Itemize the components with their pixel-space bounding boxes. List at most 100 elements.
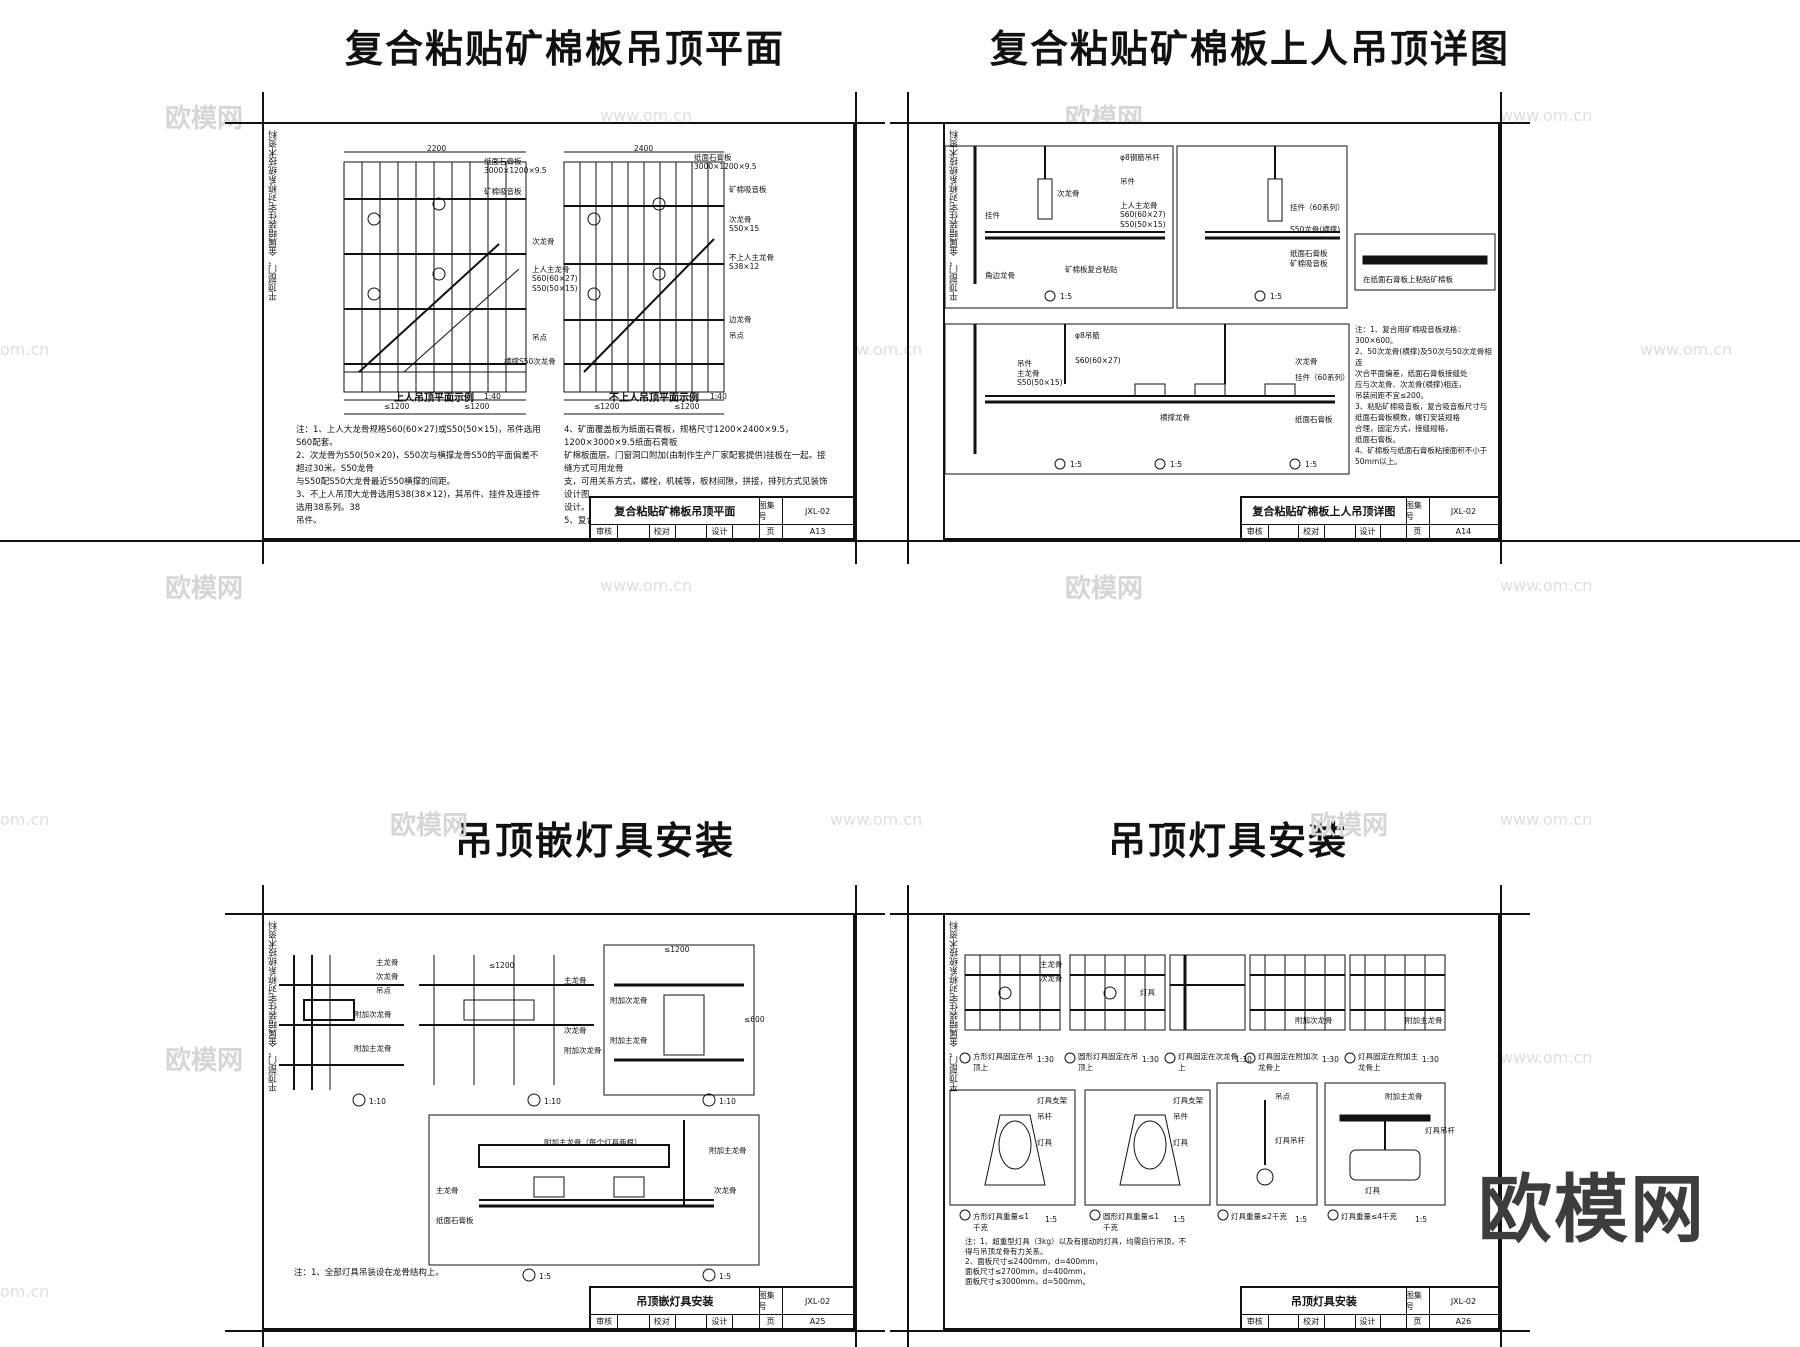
heading-bottom-right: 吊顶灯具安装 — [1108, 819, 1349, 863]
plan-caption: 不上人吊顶平面示例 — [609, 393, 699, 404]
detail-label: 上人主龙骨 — [1120, 201, 1158, 210]
watermark-logo: 欧模网 — [390, 811, 469, 841]
ceiling-plan-right — [563, 151, 725, 415]
lamp-label: 吊点 — [376, 986, 391, 995]
review-label: 审核 — [591, 1314, 619, 1328]
check-label: 校对 — [649, 524, 676, 538]
dim-label: 2200 — [427, 144, 447, 153]
detail-label: S60(60×27) — [1075, 356, 1121, 365]
detail-label: φ8吊筋 — [1075, 331, 1100, 340]
sheet-notes: 注：1、全部灯具吊装设在龙骨结构上。 — [294, 1268, 444, 1278]
drawing-sheet-a14: 平顶部门、金属暗装住宅对称系统技术资料 — [943, 122, 1500, 540]
lamp-label: 附加次龙骨 — [354, 1010, 392, 1019]
detail-label: 次龙骨 — [1295, 357, 1318, 366]
scale-label: 1:5 — [539, 1272, 552, 1281]
title-block: 复合粘贴矿棉板上人吊顶详图 图集号 JXL-02 审核 校对 设计 页 A14 — [1240, 496, 1500, 540]
dim-label: 2400 — [634, 144, 654, 153]
fixing-label: 灯具支架 — [1037, 1096, 1067, 1105]
dim-label: ≤1200 — [594, 402, 620, 411]
watermark-logo: 欧模网 — [165, 574, 244, 604]
detail-label: S60(60×27) — [1120, 210, 1166, 219]
detail-label: 次龙骨 — [1057, 189, 1080, 198]
weight-caption: 灯具重量≤2千克 — [1231, 1212, 1288, 1221]
scale-label: 1:5 — [1295, 1215, 1308, 1224]
plan-caption: 上人吊顶平面示例 — [394, 393, 474, 404]
plan-label: 次龙骨 — [729, 215, 752, 224]
fixing-label: 吊件 — [1173, 1112, 1188, 1121]
weight-caption: 灯具重量≤4千克 — [1341, 1212, 1398, 1221]
fixing-label: 次龙骨 — [1040, 974, 1063, 983]
fixing-label: 附加次龙骨 — [1295, 1016, 1333, 1025]
lamp-label: 次龙骨 — [564, 1026, 587, 1035]
lamp-label: ≤1200 — [489, 961, 515, 970]
fixing-label: 灯具 — [1140, 988, 1155, 997]
fixing-label: 灯具吊杆 — [1275, 1136, 1305, 1145]
title-block-title: 吊顶嵌灯具安装 — [591, 1288, 760, 1314]
lamp-label: 主龙骨 — [376, 958, 399, 967]
drawing-sheet-a25: 平顶部门、金属暗装住宅对称系统技术资料 — [262, 913, 855, 1330]
plan-scale: 1:40 — [710, 392, 727, 401]
scale-label: 1:10 — [544, 1097, 561, 1106]
watermark-url: www.om.cn — [1640, 340, 1733, 359]
lamp-label: 次龙骨 — [714, 1186, 737, 1195]
fixing-label: 灯具 — [1037, 1138, 1052, 1147]
lamp-label: 次龙骨 — [376, 972, 399, 981]
trim-line — [907, 92, 909, 564]
page-number: A26 — [1455, 1316, 1472, 1326]
scale-label: 1:5 — [1270, 292, 1283, 301]
page-label: 页 — [1406, 524, 1430, 538]
detail-label: 纸面石膏板 — [1290, 249, 1328, 258]
scale-label: 1:30 — [1422, 1055, 1439, 1064]
atlas-label: 图集号 — [1406, 1288, 1430, 1314]
title-block: 吊顶嵌灯具安装 图集号 JXL-02 审核 校对 设计 页 A25 — [589, 1286, 855, 1330]
heading-top-left: 复合粘贴矿棉板吊顶平面 — [345, 27, 786, 71]
trim-line — [225, 1330, 885, 1332]
design-label: 设计 — [1355, 1314, 1382, 1328]
plan-label: 次龙骨 — [532, 237, 555, 246]
fixing-caption: 圆形灯具固定在吊顶上 — [1078, 1052, 1138, 1072]
detail-label: 角边龙骨 — [985, 271, 1015, 280]
trim-line — [1500, 885, 1502, 1347]
lamp-install-details — [279, 944, 760, 1282]
watermark-url: www.om.cn — [600, 576, 693, 595]
trim-line — [890, 1330, 1530, 1332]
page-number: A13 — [809, 526, 826, 536]
lamp-label: 附加次龙骨 — [610, 996, 648, 1005]
scale-label: 1:10 — [719, 1097, 736, 1106]
lamp-label: 纸面石膏板 — [436, 1216, 474, 1225]
detail-label: 挂件（60系列） — [1295, 373, 1350, 382]
fixing-label: 灯具吊杆 — [1425, 1126, 1455, 1135]
atlas-label: 图集号 — [759, 498, 784, 524]
detail-label: S50(50×15) — [1120, 220, 1166, 229]
title-block: 吊顶灯具安装 图集号 JXL-02 审核 校对 设计 页 A26 — [1240, 1286, 1500, 1330]
dim-label: ≤1200 — [464, 402, 490, 411]
fixing-caption: 灯具固定在次龙骨上 — [1178, 1052, 1238, 1072]
trim-line — [855, 885, 857, 1347]
plan-label: S50(50×15) — [532, 284, 578, 293]
watermark-url: om.cn — [0, 810, 50, 829]
atlas-number: JXL-02 — [805, 1296, 831, 1306]
plan-label: 纸面石膏板 — [484, 157, 522, 166]
watermark-url: www.om.cn — [1500, 576, 1593, 595]
scale-label: 1:30 — [1142, 1055, 1159, 1064]
scale-label: 1:5 — [1060, 292, 1073, 301]
scale-label: 1:5 — [1170, 460, 1183, 469]
detail-label: 吊件 — [1017, 359, 1032, 368]
section-details-upper — [944, 145, 1496, 475]
scale-label: 1:10 — [369, 1097, 386, 1106]
watermark-logo: 欧模网 — [1310, 811, 1389, 841]
lamp-label: ≤600 — [744, 1015, 765, 1024]
plan-label: 上人主龙骨 — [532, 265, 570, 274]
watermark-url: www.om.cn — [600, 106, 693, 125]
detail-label: 矿棉吸音板 — [1290, 259, 1328, 268]
fixing-caption: 灯具固定在附加次龙骨上 — [1258, 1052, 1318, 1072]
watermark-url: om.cn — [0, 1282, 50, 1301]
lamp-label: 附加主龙骨 — [354, 1044, 392, 1053]
watermark-url: www.om.cn — [1500, 1048, 1593, 1067]
page-number: A14 — [1455, 526, 1472, 536]
plan-scale: 1:40 — [484, 392, 501, 401]
atlas-label: 图集号 — [1406, 498, 1430, 524]
lamp-fixing-details — [949, 954, 1446, 1221]
page-label: 页 — [759, 1314, 784, 1328]
trim-line — [0, 540, 1800, 542]
